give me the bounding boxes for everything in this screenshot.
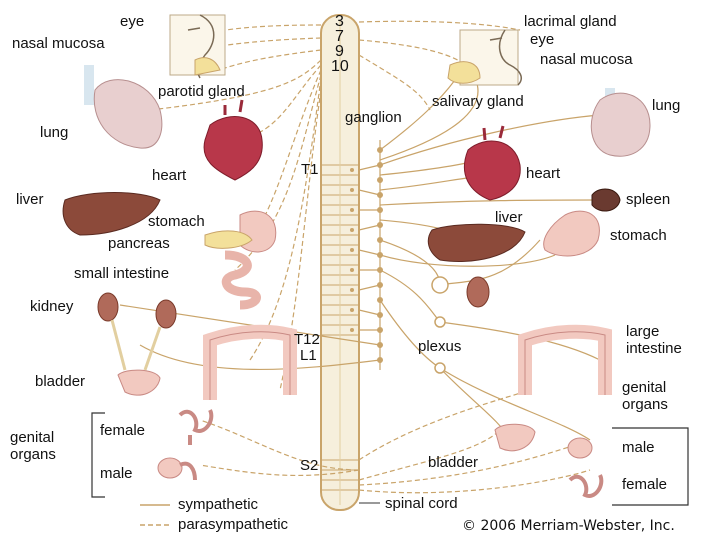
label-ganglion: ganglion — [345, 109, 402, 126]
left-kidneys — [97, 292, 177, 371]
cranial-nerve-9: 9 — [335, 43, 344, 60]
label-left-liver: liver — [16, 191, 44, 208]
segment-t12: T12 — [294, 331, 320, 348]
left-heart — [203, 99, 263, 181]
label-left-bladder: bladder — [35, 373, 86, 390]
right-large-intestine — [518, 324, 612, 395]
label-left-genital-organs: genital organs — [10, 429, 56, 463]
segment-l1: L1 — [300, 347, 317, 364]
left-genital-bracket — [91, 412, 105, 498]
left-large-intestine — [203, 324, 297, 400]
label-kidney: kidney — [30, 298, 74, 315]
label-left-stomach: stomach — [148, 213, 205, 230]
cranial-nerve-7: 7 — [335, 28, 344, 45]
right-liver — [427, 223, 526, 262]
label-spleen: spleen — [626, 191, 671, 208]
label-spinal-cord: spinal cord — [385, 495, 458, 512]
label-small-intestine: small intestine — [74, 265, 170, 282]
label-left-nasal-mucosa: nasal mucosa — [12, 35, 105, 52]
label-right-nasal-mucosa: nasal mucosa — [540, 51, 633, 68]
label-left-female: female — [100, 422, 146, 439]
right-kidney — [466, 276, 490, 308]
right-face — [447, 29, 522, 86]
plexus-nodes — [431, 276, 449, 374]
right-male-organs — [567, 437, 593, 459]
right-spleen — [591, 188, 621, 212]
label-right-stomach: stomach — [610, 227, 667, 244]
label-right-genital-organs: genital organs — [622, 379, 668, 413]
label-right-eye: eye — [530, 31, 555, 48]
label-left-lung: lung — [40, 124, 69, 141]
left-lung — [84, 65, 163, 149]
left-bladder — [117, 369, 161, 396]
label-salivary-gland: salivary gland — [432, 93, 524, 110]
spinal-cord — [320, 14, 360, 511]
right-lung — [590, 88, 651, 157]
label-right-bladder: bladder — [428, 454, 479, 471]
left-stomach-pancreas — [204, 210, 277, 253]
label-left-eye: eye — [120, 13, 145, 30]
label-left-male: male — [100, 465, 133, 482]
label-parotid-gland: parotid gland — [158, 83, 245, 100]
label-right-heart: heart — [526, 165, 561, 182]
left-female-organs — [178, 409, 214, 445]
segment-s2: S2 — [300, 457, 319, 474]
label-right-liver: liver — [495, 209, 523, 226]
label-pancreas: pancreas — [108, 235, 170, 252]
left-liver — [62, 192, 161, 236]
right-heart — [463, 125, 521, 201]
cranial-nerve-3: 3 — [335, 13, 344, 30]
legend-sympathetic-label: sympathetic — [178, 496, 259, 513]
legend-parasympathetic-label: parasympathetic — [178, 516, 289, 533]
label-right-female: female — [622, 476, 668, 493]
right-bladder — [494, 423, 536, 452]
label-left-heart: heart — [152, 167, 187, 184]
left-male-organs — [157, 457, 197, 481]
label-lacrimal-gland: lacrimal gland — [524, 13, 617, 30]
right-female-organs — [568, 474, 604, 498]
cranial-nerve-10: 10 — [331, 58, 349, 75]
label-large-intestine: large intestine — [626, 323, 682, 357]
right-genital-bracket — [612, 427, 689, 506]
label-plexus: plexus — [418, 338, 462, 355]
left-face — [169, 14, 226, 79]
right-stomach — [543, 210, 600, 257]
label-right-lung: lung — [652, 97, 681, 114]
segment-t1: T1 — [301, 161, 319, 178]
legend-lines — [140, 504, 170, 526]
copyright-notice: © 2006 Merriam-Webster, Inc. — [462, 518, 675, 534]
label-right-male: male — [622, 439, 655, 456]
left-small-intestine — [221, 250, 261, 310]
